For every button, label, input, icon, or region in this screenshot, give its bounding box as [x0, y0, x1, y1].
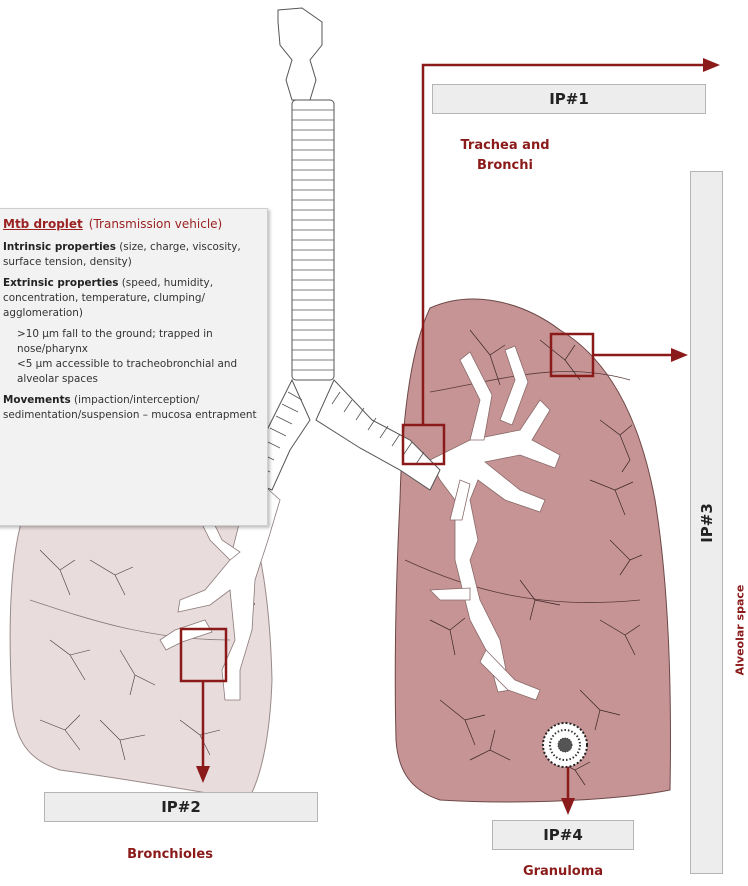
ip1-site-label: Trachea and Bronchi: [440, 136, 570, 176]
ip2-site-label: Bronchioles: [100, 845, 240, 865]
ip4-box: IP#4: [492, 820, 634, 850]
ip3-arrowhead: [671, 348, 688, 362]
intrinsic-properties: Intrinsic properties (size, charge, visc…: [3, 240, 259, 270]
info-title: Mtb droplet(Transmission vehicle): [3, 217, 259, 232]
droplet-size-notes: >10 μm fall to the ground; trapped in no…: [3, 327, 259, 387]
ip4-site-label: Granuloma: [500, 862, 626, 882]
granuloma: [543, 723, 587, 767]
ip3-box: IP#3: [690, 171, 723, 874]
mtb-droplet-info-panel: Mtb droplet(Transmission vehicle) Intrin…: [0, 208, 268, 526]
size-small-note: <5 μm accessible to tracheobronchial and…: [17, 357, 259, 387]
size-large-note: >10 μm fall to the ground; trapped in no…: [17, 327, 259, 357]
extrinsic-properties: Extrinsic properties (speed, humidity, c…: [3, 276, 259, 321]
ip4-arrowhead: [561, 798, 575, 815]
ip1-box: IP#1: [432, 84, 706, 114]
movements-note: Movements (impaction/interception/ sedim…: [3, 393, 259, 423]
left-lung: [10, 478, 272, 800]
ip2-box: IP#2: [44, 792, 318, 822]
ip1-arrowhead: [703, 58, 720, 72]
right-lung: [395, 299, 670, 802]
ip3-site-label: Alveolar space: [720, 580, 748, 680]
